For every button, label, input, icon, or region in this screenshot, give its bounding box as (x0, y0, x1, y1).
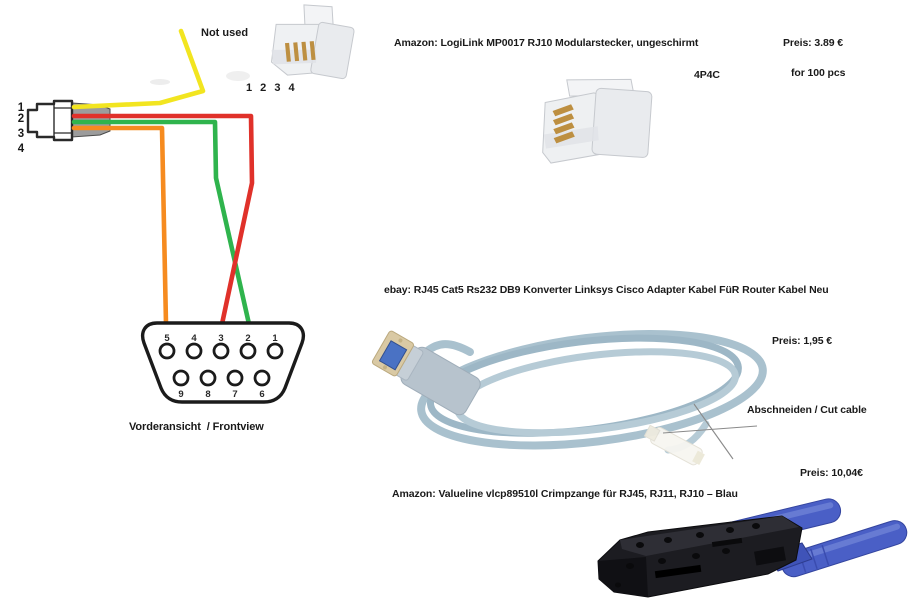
price-crimper: Preis: 10,04€ (800, 467, 863, 479)
product-title-cable: ebay: RJ45 Cat5 Rs232 DB9 Konverter Link… (384, 284, 829, 296)
product-title-connector: Amazon: LogiLink MP0017 RJ10 Modularstec… (394, 37, 699, 49)
plug-pin-label: 4 (18, 143, 25, 155)
yellow-wire-not-used (71, 28, 206, 110)
db9-pin-3 (212, 342, 230, 360)
cut-cable-annotation: Abschneiden / Cut cable (747, 404, 867, 416)
db9-pin-label: 3 (218, 333, 223, 344)
db9-pin-7 (226, 369, 244, 387)
photo-artifact (150, 79, 170, 85)
green-wire-pin2 (71, 119, 252, 327)
plug-pin-label: 1 (18, 102, 25, 114)
plug-pin-label: 3 (18, 128, 24, 140)
gold-contacts (284, 41, 316, 62)
plug-pin-label: 2 (18, 113, 24, 125)
photo-artifact (226, 71, 250, 81)
db9-pin-label: 4 (191, 333, 197, 344)
orange-wire-pin5 (71, 125, 169, 327)
db9-pin-4 (185, 342, 203, 360)
crimp-tool-photo (597, 498, 908, 598)
db9-pin-9 (172, 369, 190, 387)
red-wire-pin3 (71, 113, 255, 327)
rj10-photo-pin-numbers: 1 2 3 4 (246, 82, 298, 94)
price-connector: Preis: 3.89 € (783, 37, 843, 49)
db9-pin-label: 6 (259, 389, 264, 400)
plug-body (26, 99, 74, 142)
cisco-cable-photo (371, 330, 767, 466)
product-title-crimper: Amazon: Valueline vlcp89510l Crimpzange … (392, 488, 738, 500)
db9-pin-numbers: 5 4 3 2 1 9 8 7 6 (164, 333, 278, 400)
price-cable: Preis: 1,95 € (772, 335, 832, 347)
db9-pin-label: 7 (232, 389, 237, 400)
cut-mark (662, 403, 758, 460)
gold-contacts (552, 104, 575, 144)
db9-connector-drawing: 5 4 3 2 1 9 8 7 6 (140, 321, 306, 404)
rj45-plug-photo (643, 424, 705, 466)
frontview-caption: Vorderansicht / Frontview (129, 421, 264, 433)
rj10-connector-photo-small (150, 4, 355, 85)
db9-pin-label: 8 (205, 389, 210, 400)
crimper-bolts (615, 523, 760, 588)
db9-pin-5 (158, 342, 176, 360)
plug-pin-numbers: 1 2 3 4 (18, 102, 25, 155)
rj10-connector-photo-large (542, 78, 653, 164)
db9-pin-label: 2 (245, 333, 250, 344)
db9-pin-label: 9 (178, 389, 183, 400)
db9-pin-6 (253, 369, 271, 387)
db9-pin-label: 1 (272, 333, 278, 344)
not-used-label: Not used (201, 27, 249, 39)
db9-adapter-photo (371, 330, 481, 416)
connector-type-label: 4P4C (694, 69, 720, 81)
db9-pin-2 (239, 342, 257, 360)
db9-pin-1 (266, 342, 284, 360)
db9-pin-label: 5 (164, 333, 170, 344)
connector-price-note: for 100 pcs (791, 67, 846, 79)
db9-pin-8 (199, 369, 217, 387)
